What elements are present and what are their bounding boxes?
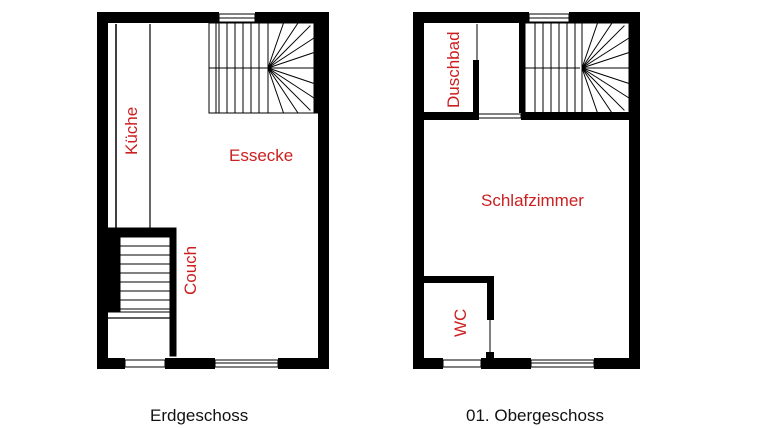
stair-tread [581, 67, 613, 114]
gf-staircase-bottom [107, 227, 177, 357]
gf-wall-top-right [255, 12, 329, 23]
stair-tread [581, 67, 625, 111]
caption-upper-floor: 01. Obergeschoss [466, 406, 604, 425]
uf-wall-top-right [569, 12, 640, 23]
gf-wall-bottom-left [97, 358, 125, 369]
gf-wall-right [318, 12, 329, 369]
room-label-dining: Essecke [229, 146, 293, 165]
room-label-shower: Duschbad [444, 31, 463, 108]
stair-tread [267, 25, 311, 69]
gf-wall-top-left [97, 12, 205, 23]
stair-tread [267, 51, 315, 69]
uf-bath-door [472, 113, 522, 119]
ground-floor-plan [97, 12, 329, 369]
uf-wall-wc-side [487, 276, 494, 320]
stair-tread [581, 67, 630, 99]
stair-tread [267, 67, 311, 111]
stair-tread [581, 67, 630, 85]
stair-tread [581, 25, 625, 69]
stair-tread [267, 67, 315, 85]
gf-wall-left [97, 12, 108, 369]
stair-tread [581, 51, 630, 69]
room-label-bedroom: Schlafzimmer [481, 191, 584, 210]
upper-floor-plan [413, 12, 640, 369]
stair-tread [581, 37, 630, 69]
stair-tread [267, 22, 299, 69]
gf-wall-bottom-right [278, 358, 329, 369]
stair-tread [267, 67, 299, 114]
uf-wall-top-left [413, 12, 529, 23]
caption-ground-floor: Erdgeschoss [150, 406, 248, 425]
stair-tread [267, 67, 315, 99]
room-label-wc: WC [451, 309, 470, 337]
stair-tread [267, 37, 315, 69]
stair-tread [267, 67, 285, 114]
gf-entrance [124, 359, 166, 368]
uf-window-bottom-left [442, 359, 482, 368]
stair-tread [581, 22, 613, 69]
uf-wall-left [413, 12, 424, 369]
room-label-kitchen: Küche [122, 107, 141, 155]
room-label-couch: Couch [181, 246, 200, 295]
uf-wall-bath-side [473, 60, 479, 120]
uf-wall-bath-bottom [413, 112, 473, 120]
stair-tread [581, 22, 599, 69]
uf-wall-right [629, 12, 640, 369]
stair-tread [267, 22, 285, 69]
stair-tread [581, 67, 599, 114]
uf-wall-wc-top [424, 276, 494, 283]
